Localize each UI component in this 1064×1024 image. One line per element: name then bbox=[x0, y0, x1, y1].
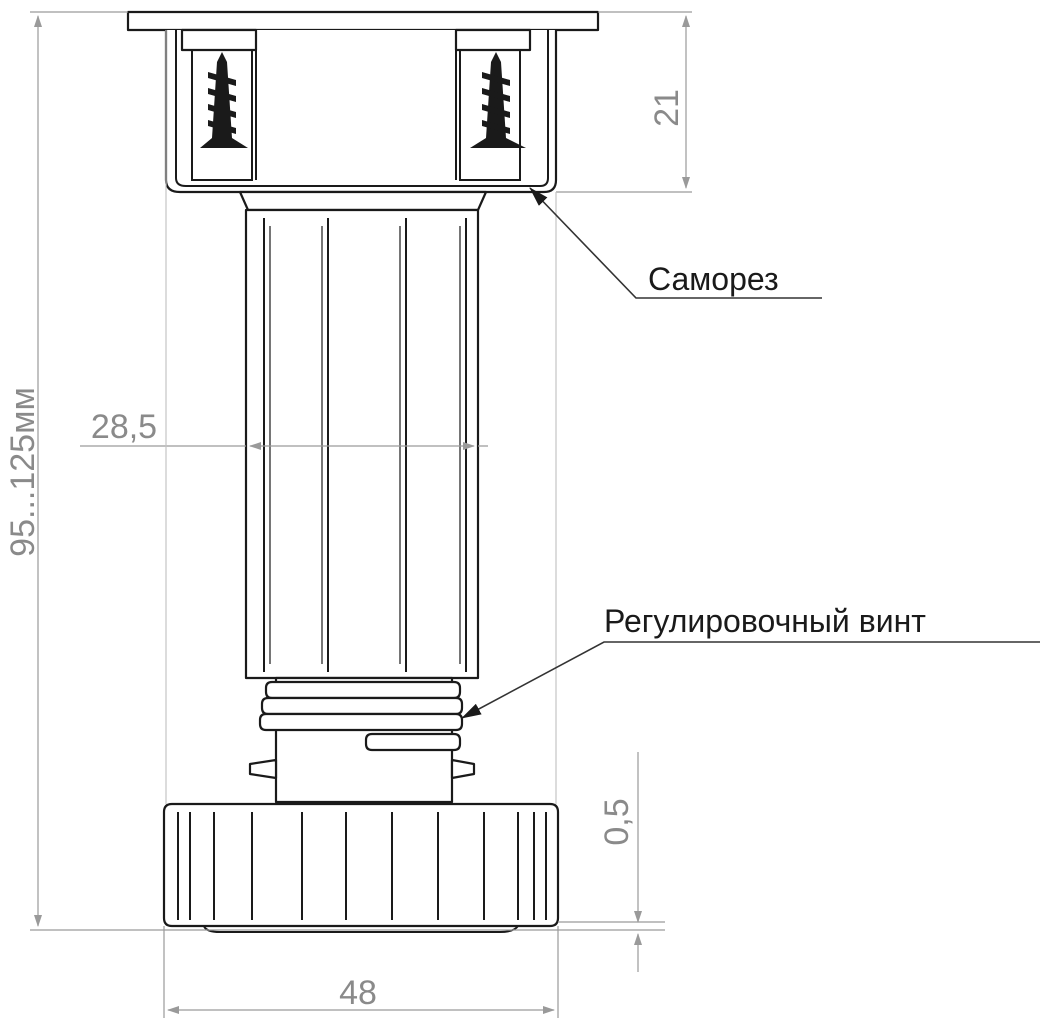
adjust-screw-callout-label: Регулировочный винт bbox=[604, 603, 926, 639]
plate-height-label: 21 bbox=[648, 89, 686, 127]
adjust-screw-leader bbox=[461, 641, 1040, 719]
column-diameter-label: 28,5 bbox=[91, 408, 157, 446]
screw-left-icon bbox=[200, 52, 248, 148]
screw-leader bbox=[529, 187, 822, 299]
foot-clearance-label: 0,5 bbox=[598, 798, 636, 845]
leg-column bbox=[244, 208, 480, 680]
screw-callout-label: Саморез bbox=[648, 261, 779, 297]
foot-diameter-label: 48 bbox=[339, 974, 377, 1012]
total-height-label: 95...125мм bbox=[4, 387, 42, 557]
adjust-screw bbox=[248, 676, 476, 804]
foot-base bbox=[162, 802, 560, 933]
screw-right-icon bbox=[470, 52, 526, 148]
dimension-lines bbox=[30, 11, 692, 1018]
mounting-plate bbox=[126, 10, 600, 212]
